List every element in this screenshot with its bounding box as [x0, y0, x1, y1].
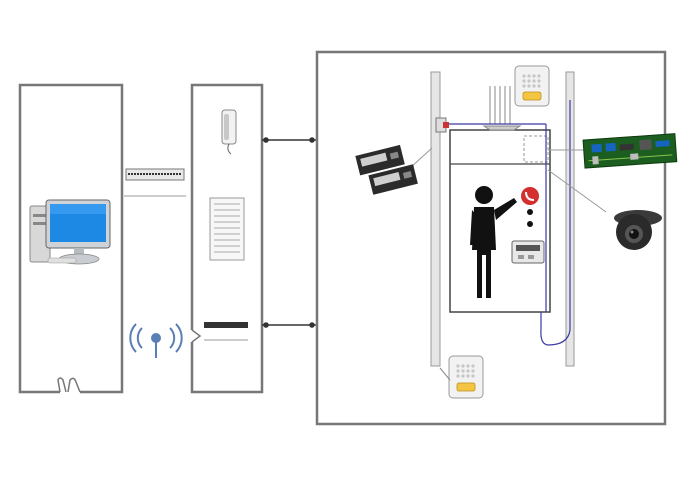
elevator-car [449, 129, 551, 313]
suspension-cables [482, 86, 522, 131]
speaker-bottom-icon [448, 355, 484, 399]
door-gap-left [57, 377, 81, 393]
device-leads [409, 147, 607, 213]
module-icon [355, 144, 418, 195]
pcb-icon [582, 133, 678, 169]
door-gap-middle [191, 329, 202, 343]
wifi-antenna-icon [129, 323, 183, 358]
car-intercom-module [511, 240, 545, 264]
elevator-area [315, 50, 678, 426]
computer-icon [29, 199, 111, 265]
phone-icon [221, 109, 237, 155]
control-room-wall [18, 83, 124, 394]
switch-icon [124, 168, 186, 197]
shaft-rail-left [430, 71, 441, 367]
panel-icon [209, 197, 245, 261]
equipment-room [129, 83, 264, 394]
control-room [18, 83, 124, 394]
shaft-wiring [440, 100, 571, 346]
equipment-room-wall [190, 83, 264, 394]
cable-links [262, 137, 316, 328]
speaker-icon [514, 65, 550, 107]
phone-call-icon [521, 187, 539, 227]
network-switch-small [204, 322, 248, 341]
speaker-bottom-lead [439, 367, 451, 381]
person-icon [470, 186, 517, 298]
camera-icon [614, 210, 662, 250]
